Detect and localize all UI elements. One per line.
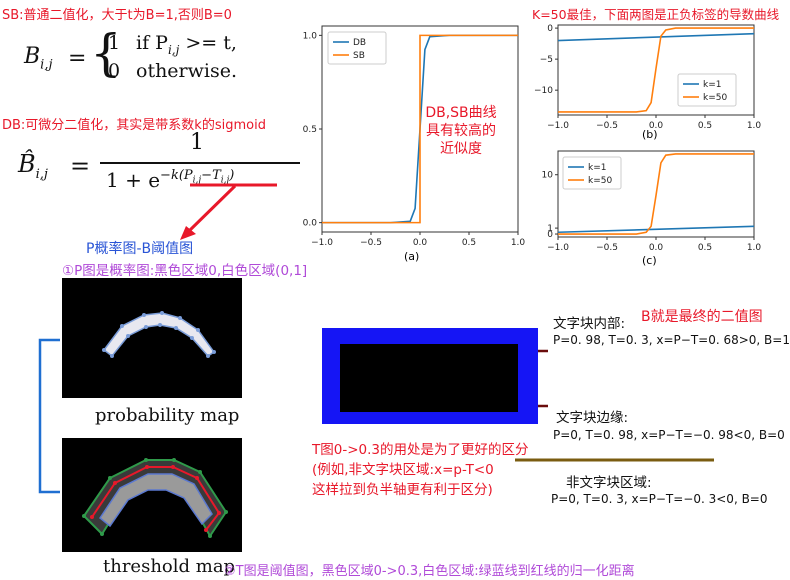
blue-bracket xyxy=(38,338,60,494)
sb-formula-lhs: Bi,j xyxy=(24,44,53,73)
legend-label: k=50 xyxy=(588,176,612,186)
x-tick-label: 0.0 xyxy=(649,121,664,131)
threshold-map-shape xyxy=(82,458,228,538)
x-tick-label: −0.5 xyxy=(596,121,618,131)
text-block-inner-region xyxy=(340,344,518,412)
x-tick-label: 0.0 xyxy=(413,238,428,248)
legend-label: k=50 xyxy=(703,93,727,103)
fraction-bar xyxy=(100,162,300,164)
y-tick-label: 10 xyxy=(542,171,554,181)
edge-region-values: P=0, T=0. 98, x=P−T=−0. 98<0, B=0 xyxy=(553,428,785,442)
k50-note: K=50最佳，下面两图是正负标签的导数曲线 xyxy=(532,7,780,22)
x-tick-label: 0.5 xyxy=(698,243,712,253)
sb-formula: Bi,j = { 1 if Pi,j >= t, 0 otherwise. xyxy=(24,24,238,82)
probability-map-shape xyxy=(102,311,216,358)
p-description: ①P图是概率图:黑色区域0,白色区域(0,1] xyxy=(62,263,308,279)
y-tick-label: 0 xyxy=(547,24,553,34)
series-line-k50 xyxy=(558,27,754,113)
chart-b-panel-label: (b) xyxy=(642,128,658,141)
db-title-note: DB:可微分二值化，其实是带系数k的sigmoid xyxy=(2,118,266,133)
legend-box xyxy=(562,156,622,190)
red-arrow-head xyxy=(180,226,196,240)
edge-region-title: 文字块边缘: xyxy=(556,410,629,426)
t-usage-note: T图0->0.3的用处是为了更好的区分 (例如,非文字块区域:x=p-T<0 这… xyxy=(312,442,529,498)
legend-label: SB xyxy=(353,51,365,61)
chart-b: −1.0 −0.5 0.0 0.5 1.0 0 −5 −10 k=1 k=50 xyxy=(534,24,762,131)
y-tick-label: 0.5 xyxy=(303,125,317,135)
legend-label: k=1 xyxy=(703,80,721,90)
text-block-border-region xyxy=(322,328,538,424)
threshold-map-image xyxy=(62,438,242,552)
probability-map-image xyxy=(62,278,242,398)
legend-label: DB xyxy=(353,38,366,48)
series-line-k50 xyxy=(558,153,754,235)
y-tick-label: −10 xyxy=(534,86,553,96)
x-tick-label: 0.0 xyxy=(649,243,664,253)
probability-map-caption: probability map xyxy=(95,405,240,426)
y-tick-label: 0.0 xyxy=(303,219,318,229)
inner-region-title: 文字块内部: xyxy=(553,316,626,332)
x-tick-label: 1.0 xyxy=(747,243,762,253)
b-final-note: B就是最终的二值图 xyxy=(641,309,763,325)
x-tick-label: −1.0 xyxy=(547,243,569,253)
chart-c: −1.0 −0.5 0.0 0.5 1.0 01 10 k=1 k=50 xyxy=(542,150,762,253)
y-tick-label: −5 xyxy=(540,55,553,65)
sb-title-note: SB:普通二值化，大于t为B=1,否则B=0 xyxy=(2,8,232,23)
outside-region-title: 非文字块区域: xyxy=(566,475,652,491)
series-line-k1 xyxy=(557,225,755,234)
legend-box xyxy=(327,31,387,65)
chart-c-panel-label: (c) xyxy=(642,254,657,267)
x-tick-label: −1.0 xyxy=(311,238,333,248)
chart-a-panel-label: (a) xyxy=(404,250,420,263)
legend-label: k=1 xyxy=(588,163,606,173)
y-tick-label: 0 xyxy=(547,230,553,240)
x-tick-label: 0.5 xyxy=(698,121,712,131)
y-tick-label: 1 xyxy=(547,224,553,234)
t-description: ②T图是阈值图，黑色区域0->0.3,白色区域:绿蓝线到红线的归一化距离 xyxy=(224,564,635,579)
x-tick-label: −1.0 xyxy=(547,121,569,131)
x-tick-label: 0.5 xyxy=(462,238,476,248)
outside-region-values: P=0, T=0. 3, x=P−T=−0. 3<0, B=0 xyxy=(551,492,768,506)
series-line-sb xyxy=(322,34,518,224)
y-tick-label: 1.0 xyxy=(303,31,318,41)
inner-region-values: P=0. 98, T=0. 3, x=P−T=0. 68>0, B=1 xyxy=(553,333,790,347)
series-line-k1 xyxy=(557,32,755,42)
x-tick-label: 1.0 xyxy=(747,121,762,131)
x-tick-label: 1.0 xyxy=(511,238,526,248)
threshold-map-caption: threshold map xyxy=(103,556,236,577)
x-tick-label: −0.5 xyxy=(596,243,618,253)
red-arrow-line xyxy=(186,184,237,234)
db-formula: B̂i,j = 1 1 + e−k(Pi,j−Ti,j) xyxy=(18,130,308,200)
curve-similarity-note: DB,SB曲线 具有较高的 近似度 xyxy=(425,105,497,157)
legend-box xyxy=(677,73,737,107)
p-b-label: P概率图-B阈值图 xyxy=(86,241,194,257)
sb-case-brace: { xyxy=(90,24,122,82)
x-tick-label: −0.5 xyxy=(360,238,382,248)
